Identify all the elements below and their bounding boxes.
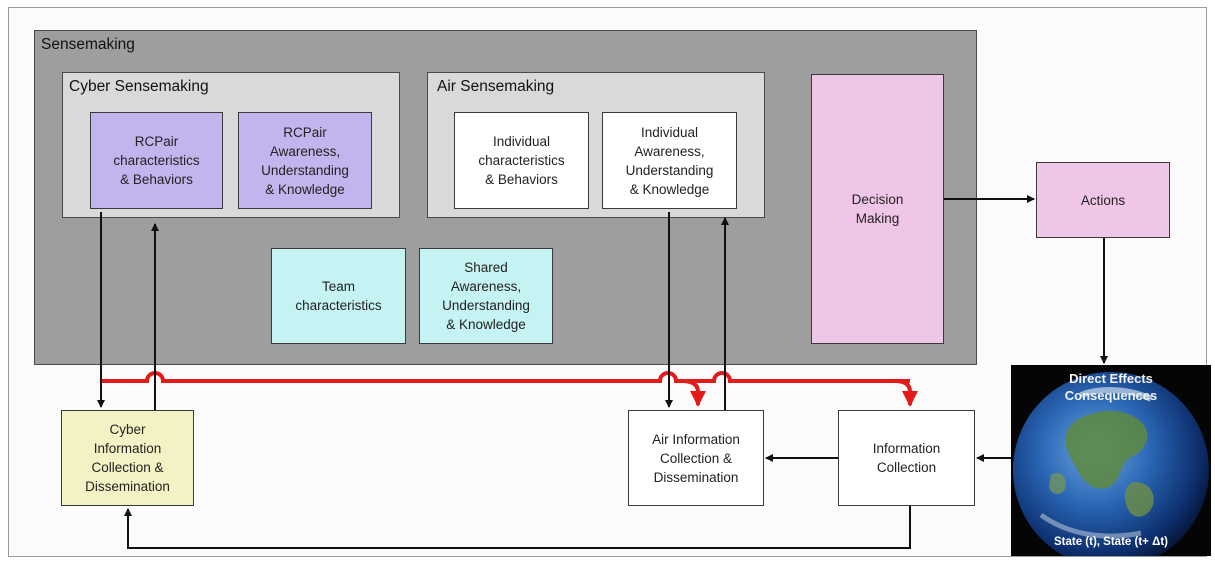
rcpair-characteristics-box: RCPair characteristics & Behaviors xyxy=(90,112,223,209)
individual-characteristics-box: Individual characteristics & Behaviors xyxy=(454,112,589,209)
direct-effects-label: Direct Effects xyxy=(1069,371,1153,386)
air-sensemaking-label: Air Sensemaking xyxy=(437,78,555,95)
cyber-sensemaking-label: Cyber Sensemaking xyxy=(69,78,209,95)
shared-awareness-box: Shared Awareness, Understanding & Knowle… xyxy=(419,248,553,344)
cyber-info-collection-box: Cyber Information Collection & Dissemina… xyxy=(61,410,194,506)
consequences-label: Consequences xyxy=(1064,388,1158,403)
state-label: State (t), State (t+ Δt) xyxy=(1053,536,1168,548)
world-state-panel: Direct Effects Consequences State (t), S… xyxy=(1011,365,1211,556)
rcpair-awareness-box: RCPair Awareness, Understanding & Knowle… xyxy=(238,112,372,209)
air-info-collection-box: Air Information Collection & Disseminati… xyxy=(628,410,764,506)
actions-box: Actions xyxy=(1036,162,1170,238)
team-characteristics-box: Team characteristics xyxy=(271,248,406,344)
sensemaking-label: Sensemaking xyxy=(41,36,135,53)
individual-awareness-box: Individual Awareness, Understanding & Kn… xyxy=(602,112,737,209)
decision-making-box: Decision Making xyxy=(811,74,944,344)
information-collection-box: Information Collection xyxy=(838,410,975,506)
earth-globe-icon xyxy=(1013,372,1209,556)
